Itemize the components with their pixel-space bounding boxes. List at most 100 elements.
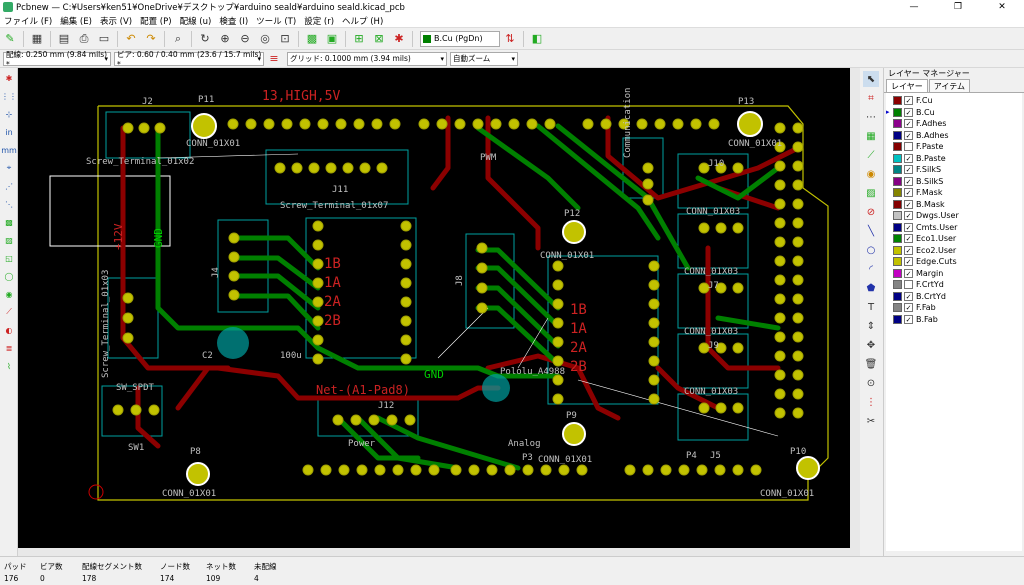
- layer-pair-icon[interactable]: ⇅: [505, 32, 515, 45]
- layer-row[interactable]: ✓F.Mask: [886, 187, 1022, 199]
- cursor-shape-icon[interactable]: ⌖: [6, 163, 12, 172]
- track-sketch-icon[interactable]: ⟋: [6, 307, 12, 316]
- layer-row[interactable]: ✓F.Cu: [886, 95, 1022, 107]
- zoom-fit-icon[interactable]: ◎: [260, 32, 270, 45]
- find-icon[interactable]: ⌕: [174, 31, 182, 45]
- layer-row[interactable]: F.Paste: [886, 141, 1022, 153]
- menu-preferences[interactable]: 設定 (r): [304, 16, 335, 27]
- layer-row[interactable]: ✓B.Adhes: [886, 130, 1022, 142]
- auto-track-width-icon[interactable]: ≡: [269, 52, 279, 65]
- layer-color-swatch[interactable]: [893, 130, 902, 140]
- layer-row[interactable]: ✓Dwgs.User: [886, 210, 1022, 222]
- layer-color-swatch[interactable]: [893, 280, 902, 290]
- add-circle-icon[interactable]: ○: [866, 244, 876, 256]
- layer-row[interactable]: ✓Eco2.User: [886, 245, 1022, 257]
- update-pcb-icon[interactable]: ⊠: [374, 32, 384, 45]
- add-arc-icon[interactable]: ◜: [869, 263, 873, 275]
- layer-visibility-checkbox[interactable]: ✓: [904, 268, 913, 278]
- layer-visibility-checkbox[interactable]: [904, 280, 913, 290]
- layer-color-swatch[interactable]: [893, 119, 902, 129]
- inch-units-icon[interactable]: in: [5, 127, 13, 137]
- local-ratsnest-tool-icon[interactable]: ⋯: [866, 111, 876, 123]
- layer-row[interactable]: ✓B.Paste: [886, 153, 1022, 165]
- footprint-editor-icon[interactable]: ▩: [306, 32, 318, 45]
- mm-units-icon[interactable]: mm: [1, 145, 17, 155]
- layer-color-swatch[interactable]: [893, 314, 902, 324]
- layer-visibility-checkbox[interactable]: ✓: [904, 222, 913, 232]
- close-button[interactable]: ✕: [998, 2, 1006, 12]
- layer-visibility-checkbox[interactable]: ✓: [904, 199, 913, 209]
- menu-route[interactable]: 配線 (u): [179, 16, 212, 27]
- layer-row[interactable]: ✓Cmts.User: [886, 222, 1022, 234]
- layer-color-swatch[interactable]: [893, 176, 902, 186]
- tab-items[interactable]: アイテム: [928, 79, 970, 92]
- menu-tools[interactable]: ツール (T): [256, 16, 297, 27]
- layer-row[interactable]: ▸✓B.Cu: [886, 107, 1022, 119]
- layer-visibility-checkbox[interactable]: ✓: [904, 153, 913, 163]
- grid-select[interactable]: グリッド: 0.1000 mm (3.94 mils): [287, 51, 447, 66]
- delete-icon[interactable]: 🗑: [864, 358, 878, 370]
- print-icon[interactable]: ⎙: [79, 31, 89, 45]
- layer-visibility-checkbox[interactable]: ✓: [904, 165, 913, 175]
- layer-visibility-checkbox[interactable]: ✓: [904, 107, 913, 117]
- measure-icon[interactable]: ✂: [866, 415, 876, 427]
- menu-file[interactable]: ファイル (F): [4, 16, 53, 27]
- menu-place[interactable]: 配置 (P): [140, 16, 172, 27]
- pad-sketch-icon[interactable]: ◯: [4, 271, 14, 281]
- layer-color-swatch[interactable]: [893, 142, 902, 152]
- local-ratsnest-icon[interactable]: ⋱: [5, 199, 13, 209]
- layer-color-swatch[interactable]: [893, 234, 902, 244]
- via-sketch-icon[interactable]: ◉: [5, 289, 13, 299]
- drc-off-icon[interactable]: ✱: [5, 73, 13, 83]
- plot-icon[interactable]: ▭: [98, 32, 110, 45]
- track-width-select[interactable]: 配線: 0.250 mm (9.84 mils) *: [3, 50, 111, 69]
- add-line-icon[interactable]: ╲: [867, 225, 875, 237]
- undo-icon[interactable]: ↶: [126, 32, 136, 45]
- layer-row[interactable]: ✓F.Fab: [886, 302, 1022, 314]
- add-via-icon[interactable]: ◉: [866, 168, 876, 180]
- tab-layers[interactable]: レイヤー: [886, 79, 928, 92]
- layer-row[interactable]: ✓B.CrtYd: [886, 291, 1022, 303]
- layer-color-swatch[interactable]: [893, 107, 902, 117]
- refresh-icon[interactable]: ↻: [200, 32, 210, 45]
- drill-origin-icon[interactable]: ⊙: [866, 377, 876, 389]
- layer-color-swatch[interactable]: [893, 222, 902, 232]
- route-track-icon[interactable]: ⟋: [867, 149, 875, 161]
- layer-row[interactable]: F.CrtYd: [886, 279, 1022, 291]
- layer-color-swatch[interactable]: [893, 199, 902, 209]
- layer-row[interactable]: ✓Margin: [886, 268, 1022, 280]
- layer-visibility-checkbox[interactable]: ✓: [904, 119, 913, 129]
- layer-color-swatch[interactable]: [893, 96, 902, 106]
- add-footprint-icon[interactable]: ▦: [866, 130, 876, 142]
- maximize-button[interactable]: ❐: [953, 2, 963, 12]
- grid-toggle-icon[interactable]: ⋮⋮: [1, 91, 17, 101]
- layer-color-swatch[interactable]: [893, 291, 902, 301]
- ratsnest-icon[interactable]: ⋰: [5, 181, 13, 191]
- layer-visibility-checkbox[interactable]: ✓: [904, 303, 913, 313]
- menu-edit[interactable]: 編集 (E): [60, 16, 92, 27]
- menu-help[interactable]: ヘルプ (H): [342, 16, 384, 27]
- via-size-select[interactable]: ビア: 0.60 / 0.40 mm (23.6 / 15.7 mils) *: [114, 50, 264, 69]
- layer-visibility-checkbox[interactable]: ✓: [904, 130, 913, 140]
- layer-row[interactable]: ✓F.Adhes: [886, 118, 1022, 130]
- footprint-viewer-icon[interactable]: ▣: [326, 32, 338, 45]
- board-setup-icon[interactable]: ✎: [5, 32, 15, 45]
- redo-icon[interactable]: ↷: [146, 32, 156, 45]
- active-layer-select[interactable]: B.Cu (PgDn): [420, 30, 500, 47]
- high-contrast-icon[interactable]: ◐: [5, 325, 13, 335]
- hide-zones-icon[interactable]: ▨: [5, 235, 13, 245]
- layer-visibility-checkbox[interactable]: ✓: [904, 257, 913, 267]
- menu-view[interactable]: 表示 (V): [99, 16, 133, 27]
- select-arrow-icon[interactable]: ⬉: [863, 71, 879, 87]
- add-polygon-icon[interactable]: ⬟: [866, 282, 876, 294]
- zoom-selection-icon[interactable]: ⊡: [280, 32, 290, 45]
- layer-row[interactable]: ✓B.Mask: [886, 199, 1022, 211]
- zoom-in-icon[interactable]: ⊕: [220, 32, 230, 45]
- layer-color-swatch[interactable]: [893, 303, 902, 313]
- show-zones-icon[interactable]: ▩: [5, 217, 13, 227]
- layer-color-swatch[interactable]: [893, 268, 902, 278]
- vertical-scrollbar[interactable]: [850, 68, 860, 548]
- layer-visibility-checkbox[interactable]: ✓: [904, 96, 913, 106]
- layer-visibility-checkbox[interactable]: ✓: [904, 176, 913, 186]
